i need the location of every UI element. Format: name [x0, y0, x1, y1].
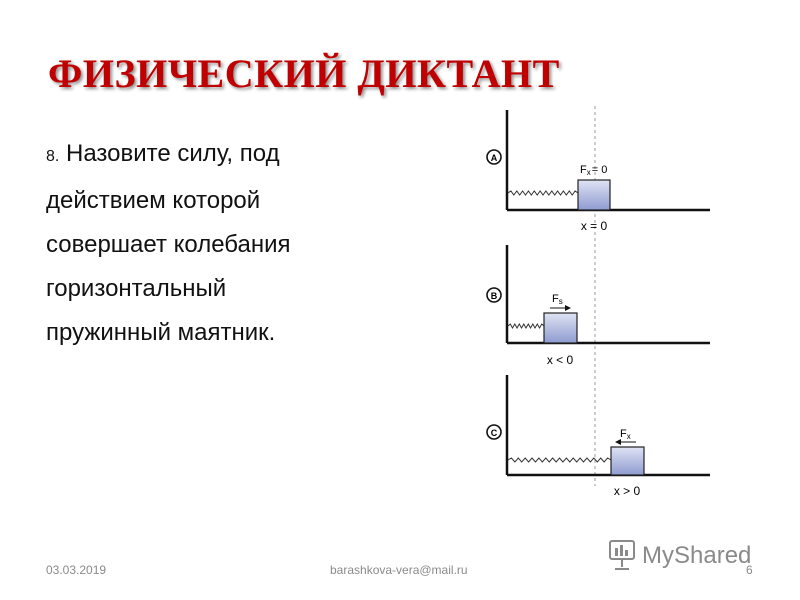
- panel-c: C Fx x > 0: [486, 375, 710, 498]
- panel-label-circle: [486, 149, 502, 165]
- block: [610, 446, 645, 476]
- panel-label: B: [491, 291, 498, 301]
- force-label: Fs: [552, 293, 563, 306]
- position-label: x < 0: [547, 353, 574, 367]
- slide-title: ФИЗИЧЕСКИЙ ДИКТАНТ: [48, 51, 560, 96]
- panel-label: A: [491, 153, 498, 163]
- spring: [507, 190, 579, 196]
- question-line: горизонтальный: [46, 275, 227, 302]
- position-label: x = 0: [581, 219, 608, 233]
- spring: [507, 322, 545, 330]
- panel-label: C: [491, 428, 498, 438]
- logo-text: MyShared: [642, 542, 751, 569]
- block: [543, 312, 578, 344]
- question-line: действием которой: [46, 187, 261, 214]
- question-number: 8.: [46, 148, 60, 165]
- question-line: пружинный маятник.: [46, 319, 276, 346]
- myshared-logo: MyShared: [609, 540, 751, 570]
- panel-label-circle: [486, 287, 502, 303]
- footer-email: barashkova-vera@mail.ru: [330, 563, 468, 577]
- block: [577, 179, 611, 211]
- panel-a: A Fx= 0 x = 0: [486, 110, 710, 233]
- force-label: Fx= 0: [580, 164, 607, 177]
- force-label: Fx: [620, 428, 631, 441]
- question-line: совершает колебания: [46, 231, 291, 258]
- presentation-board-icon: [609, 540, 635, 570]
- page-number: 6: [746, 563, 753, 577]
- question-text: 8. Назовите силу, под действием которой …: [46, 132, 426, 355]
- panel-b: B Fs x < 0: [486, 245, 710, 367]
- question-line: 8. Назовите силу, под: [46, 140, 280, 167]
- spring-pendulum-diagram: A Fx= 0 x = 0 B Fs x < 0 C Fx x > 0: [486, 106, 710, 498]
- position-label: x > 0: [614, 484, 641, 498]
- spring: [507, 457, 612, 463]
- footer-date: 03.03.2019: [46, 563, 107, 577]
- panel-label-circle: [486, 424, 502, 440]
